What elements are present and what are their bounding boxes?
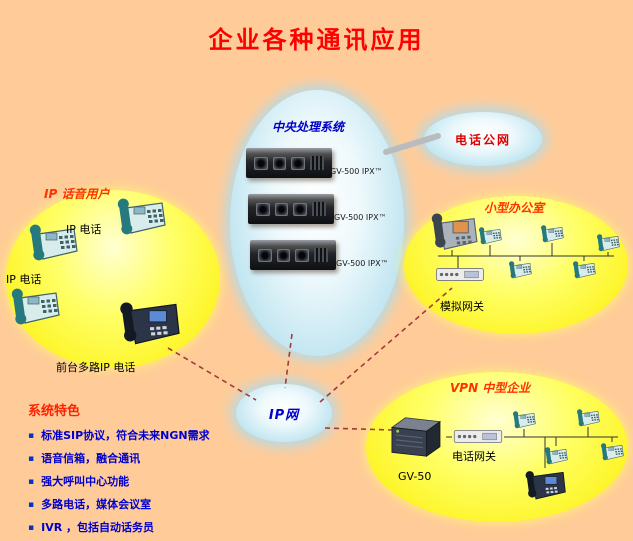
video-phone-icon: [430, 210, 478, 252]
bullet-icon: ▪: [28, 500, 35, 510]
feature-text: 标准SIP协议，符合未来NGN需求: [41, 429, 210, 442]
ip-phone-icon: [116, 196, 166, 236]
pstn-cloud: [424, 112, 542, 166]
ip-users-label: IP 话音用户: [44, 187, 110, 201]
analog-phone-icon: [576, 408, 600, 427]
bullet-icon: ▪: [28, 431, 35, 441]
drive-bay-icon: [293, 202, 307, 216]
bullet-icon: ▪: [28, 454, 35, 464]
feature-text: 强大呼叫中心功能: [41, 475, 130, 488]
vpn-label: VPN 中型企业: [450, 381, 531, 395]
features-panel: 系统特色 ▪ 标准SIP协议，符合未来NGN需求 ▪ 语音信箱，融合通讯 ▪ 强…: [28, 400, 273, 541]
analog-gateway-label: 模拟网关: [440, 300, 484, 313]
drive-bay-icon: [258, 248, 272, 262]
analog-phone-icon: [544, 446, 568, 465]
drive-bay-icon: [254, 156, 268, 170]
page-title: 企业各种通讯应用: [208, 26, 425, 54]
drive-bay-icon: [256, 202, 270, 216]
drive-bay-icon: [272, 156, 287, 170]
drive-bay-icon: [291, 156, 305, 170]
phone-gateway-icon: [452, 430, 504, 443]
feature-item: ▪ 强大呼叫中心功能: [28, 475, 273, 489]
front-desk-phone-label: 前台多路IP 电话: [56, 361, 136, 374]
ip-phone-label: IP 电话: [6, 273, 42, 286]
ipnet-label: IP网: [268, 408, 300, 423]
drive-bay-icon: [276, 248, 291, 262]
server-unit-icon: [246, 148, 332, 178]
feature-item: ▪ IVR ，包括自动话务员: [28, 521, 273, 535]
server-model-label: GV-500 IPX™: [336, 259, 389, 268]
desk-phone-icon: [524, 468, 566, 502]
feature-item: ▪ 标准SIP协议，符合未来NGN需求: [28, 429, 273, 443]
vent-grille-icon: [313, 248, 328, 262]
bullet-icon: ▪: [28, 523, 35, 533]
server-unit-icon: [248, 194, 334, 224]
features-heading: 系统特色: [28, 404, 81, 419]
phone-gateway-label: 电话网关: [452, 450, 496, 463]
drive-bay-icon: [274, 202, 289, 216]
link-frontdesk-to-ipnet: [167, 347, 257, 401]
server-model-label: GV-500 IPX™: [334, 213, 387, 222]
analog-phone-icon: [596, 233, 620, 252]
ip-users-ellipse: [6, 190, 220, 368]
vent-grille-icon: [311, 202, 326, 216]
server-model-label: GV-500 IPX™: [330, 167, 383, 176]
drive-bay-icon: [295, 248, 309, 262]
feature-text: 多路电话，媒体会议室: [41, 498, 152, 511]
feature-text: IVR ，包括自动话务员: [41, 521, 155, 534]
small-office-label: 小型办公室: [484, 201, 545, 215]
front-desk-phone-icon: [118, 298, 180, 348]
bullet-icon: ▪: [28, 477, 35, 487]
ip-phone-label: IP 电话: [66, 223, 102, 236]
analog-phone-icon: [512, 410, 536, 429]
analog-phone-icon: [540, 224, 564, 243]
feature-text: 语音信箱，融合通讯: [41, 452, 141, 465]
server-unit-icon: [250, 240, 336, 270]
pstn-label: 电话公网: [454, 133, 511, 147]
vent-grille-icon: [309, 156, 324, 170]
feature-item: ▪ 多路电话，媒体会议室: [28, 498, 273, 512]
analog-phone-icon: [600, 442, 624, 461]
feature-item: ▪ 语音信箱，融合通讯: [28, 452, 273, 466]
analog-phone-icon: [508, 260, 532, 279]
analog-gateway-icon: [436, 268, 484, 281]
analog-phone-icon: [478, 226, 502, 245]
ip-phone-icon: [10, 286, 60, 326]
gv50-device-icon: [384, 412, 446, 462]
analog-phone-icon: [572, 260, 596, 279]
gv50-label: GV-50: [398, 470, 432, 483]
central-system-label: 中央处理系统: [272, 120, 345, 134]
